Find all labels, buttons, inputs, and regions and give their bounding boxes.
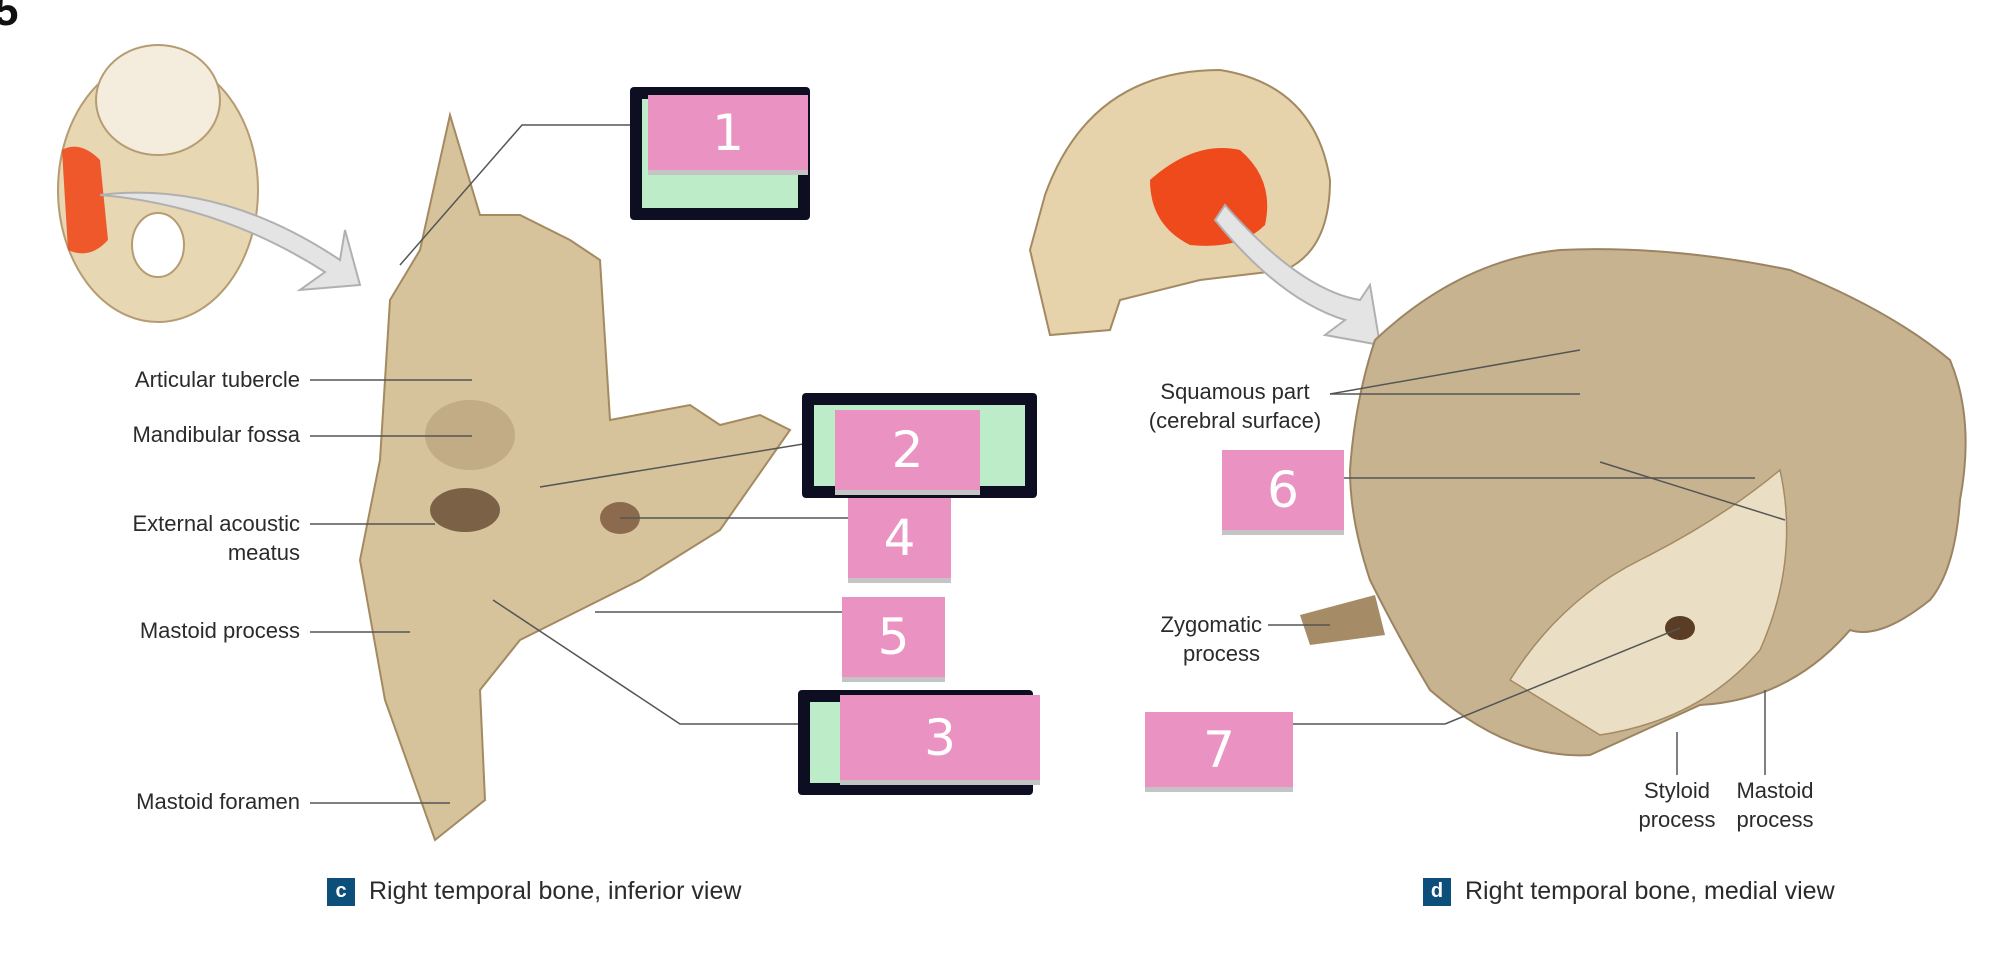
label-mastoid-d-1: Mastoid [1736, 778, 1814, 803]
caption-c: c Right temporal bone, inferior view [327, 877, 741, 906]
temporal-bone-medial [1348, 248, 1967, 757]
page-number: 5 [0, 0, 19, 35]
temporal-bone-inferior [358, 111, 792, 842]
sticky-note-3[interactable]: 3 [840, 695, 1040, 780]
label-squamous-2: (cerebral surface) [1148, 408, 1322, 433]
label-mandibular-fossa: Mandibular fossa [132, 422, 300, 447]
caption-c-text: Right temporal bone, inferior view [369, 877, 742, 905]
label-styloid-1: Styloid [1643, 778, 1711, 803]
label-external-acoustic-1: External acoustic [132, 511, 300, 536]
label-mastoid-process-c: Mastoid process [139, 618, 300, 643]
label-zygomatic-1: Zygomatic [1160, 612, 1262, 637]
arrow-c [99, 191, 362, 292]
caption-d-text: Right temporal bone, medial view [1465, 877, 1835, 905]
skull-lateral-thumbnail [1028, 68, 1332, 337]
caption-d: d Right temporal bone, medial view [1423, 877, 1835, 906]
label-squamous-1: Squamous part [1160, 379, 1310, 404]
sticky-note-6[interactable]: 6 [1222, 450, 1344, 530]
caption-c-badge: c [327, 877, 355, 906]
skull-inferior-thumbnail [57, 44, 259, 323]
sticky-note-5[interactable]: 5 [842, 597, 945, 677]
label-articular-tubercle: Articular tubercle [134, 367, 300, 392]
sticky-note-1[interactable]: 1 [648, 95, 808, 170]
caption-d-badge: d [1423, 877, 1451, 906]
sticky-note-4[interactable]: 4 [848, 498, 951, 578]
label-styloid-2: process [1638, 807, 1716, 832]
sticky-note-2[interactable]: 2 [835, 410, 980, 490]
label-zygomatic-2: process [1182, 641, 1260, 666]
label-mastoid-d-2: process [1736, 807, 1814, 832]
sticky-note-7[interactable]: 7 [1145, 712, 1293, 787]
label-mastoid-foramen: Mastoid foramen [136, 789, 300, 814]
label-external-acoustic-2: meatus [227, 540, 300, 565]
